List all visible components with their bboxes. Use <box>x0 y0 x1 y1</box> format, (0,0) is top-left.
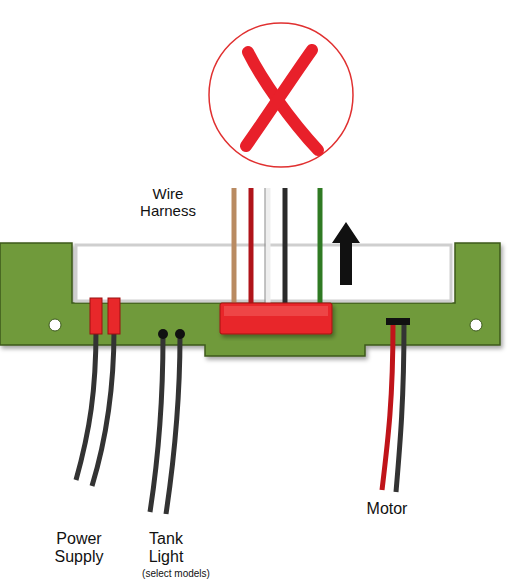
part-label: Wire Harness <box>136 186 200 220</box>
harness-wires <box>234 188 320 310</box>
power-terminal <box>108 298 120 334</box>
reject-cross <box>246 50 312 146</box>
power-wires <box>76 330 114 486</box>
note-label: (select models) <box>128 568 224 579</box>
harness-connector <box>220 303 332 334</box>
reject-circle <box>209 23 353 167</box>
power-terminal <box>90 298 102 334</box>
light-terminal <box>158 329 168 339</box>
light-wires <box>150 336 180 514</box>
connector-highlight <box>224 306 328 316</box>
part-label: Motor <box>352 500 422 518</box>
board-cutout <box>76 245 451 301</box>
pull-arrow <box>332 222 360 285</box>
mount-hole <box>470 319 482 331</box>
mount-hole <box>49 319 61 331</box>
part-label: Power Supply <box>46 530 112 566</box>
motor-connector <box>386 318 410 325</box>
light-terminal <box>175 329 185 339</box>
part-label: Tank Light <box>136 530 196 566</box>
motor-wires <box>382 324 404 492</box>
